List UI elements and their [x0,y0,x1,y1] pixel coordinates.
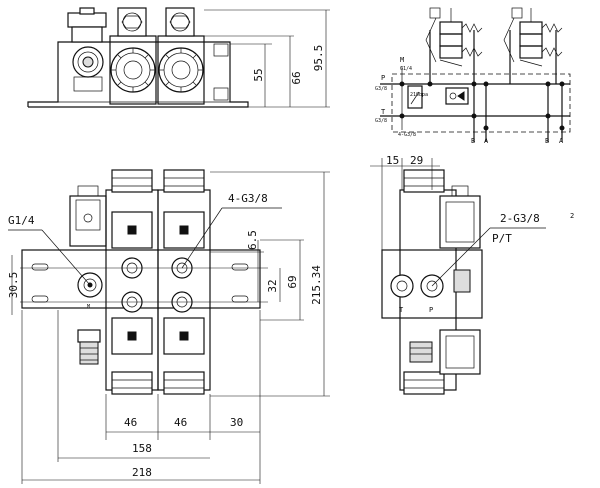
schematic-port-p: P [381,74,385,82]
dim-29: 29 [410,154,423,167]
dim-55: 55 [252,68,265,81]
label-2-g38: 2-G3/8 [500,212,540,225]
schematic-port-b1: B [471,137,475,145]
schematic-g38-bottom: G3/8 [375,118,387,124]
dim-95-5: 95.5 [312,45,325,72]
schematic-thread-note: 4-G3/8 [398,132,416,138]
schematic-g14: G1/4 [400,66,412,72]
schematic-port-t: T [381,108,386,116]
side-view: T P 15 29 2-G3/8 2 P/T [370,154,574,395]
schematic-port-a2: A [559,137,564,145]
label-pt: P/T [492,232,512,245]
front-view: M 4-G3 [7,169,330,484]
top-view: 55 66 95.5 [27,7,330,108]
dim-218: 218 [132,466,152,479]
schematic-port-m: M [400,56,404,64]
dim-215-34: 215.34 [310,265,323,305]
gear-end-icon [110,47,156,93]
front-port-m: M [87,304,90,310]
gear-end-icon [158,47,204,93]
note-2: 2 [570,212,574,220]
hydraulic-schematic: P M G1/4 G3/8 210bpa T G3/8 4-G3/8 B A B… [375,7,571,145]
dim-15: 15 [386,154,399,167]
dim-30: 30 [230,416,243,429]
label-4-g38: 4-G3/8 [228,192,268,205]
dim-30-5: 30.5 [7,272,20,299]
dim-46b: 46 [174,416,187,429]
side-port-t: T [399,306,404,314]
side-port-p: P [429,306,433,314]
t-port-icon [390,274,414,298]
dim-6-5: 6.5 [246,230,259,250]
dim-66: 66 [290,71,303,84]
dim-46a: 46 [124,416,137,429]
schematic-pressure: 210bpa [410,92,428,98]
schematic-g38-top: G3/8 [375,86,387,92]
label-g14: G1/4 [8,214,35,227]
schematic-port-b2: B [545,137,549,145]
dim-69: 69 [286,275,299,288]
dim-158: 158 [132,442,152,455]
schematic-port-a1: A [484,137,489,145]
dim-32: 32 [266,279,279,292]
